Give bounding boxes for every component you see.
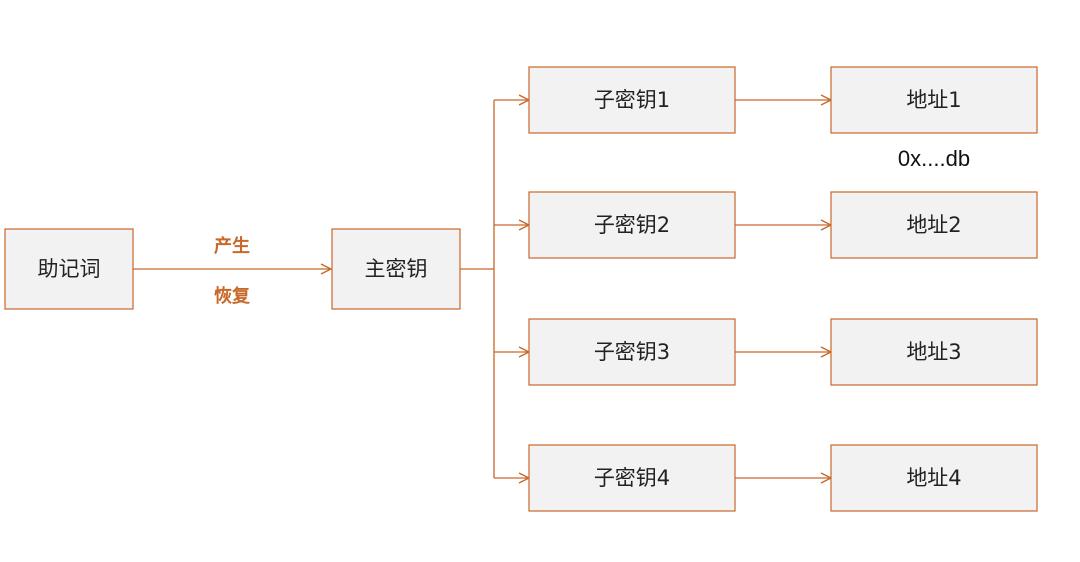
node-child-key-4-label: 子密钥4 xyxy=(594,466,670,490)
node-address-1: 地址1 xyxy=(830,66,1038,134)
node-address-4-label: 地址4 xyxy=(906,466,961,490)
node-child-key-1-label: 子密钥1 xyxy=(594,88,670,112)
node-child-key-3-label: 子密钥3 xyxy=(594,340,670,364)
node-master-key: 主密钥 xyxy=(331,228,461,310)
node-address-3: 地址3 xyxy=(830,318,1038,386)
node-address-4: 地址4 xyxy=(830,444,1038,512)
edge-label-restore: 恢复 xyxy=(214,285,251,307)
node-child-key-2-label: 子密钥2 xyxy=(594,213,670,237)
node-address-3-label: 地址3 xyxy=(906,340,961,364)
address-1-value-annotation: 0x....db xyxy=(898,146,970,171)
node-child-key-3: 子密钥3 xyxy=(528,318,736,386)
node-address-2-label: 地址2 xyxy=(906,213,961,237)
node-mnemonic-label: 助记词 xyxy=(38,257,101,281)
edge-label-generate: 产生 xyxy=(214,235,250,257)
node-address-2: 地址2 xyxy=(830,191,1038,259)
node-child-key-2: 子密钥2 xyxy=(528,191,736,259)
node-child-key-1: 子密钥1 xyxy=(528,66,736,134)
node-mnemonic: 助记词 xyxy=(4,228,134,310)
node-address-1-label: 地址1 xyxy=(906,88,961,112)
node-child-key-4: 子密钥4 xyxy=(528,444,736,512)
connectors xyxy=(133,100,831,478)
node-master-key-label: 主密钥 xyxy=(365,257,428,281)
